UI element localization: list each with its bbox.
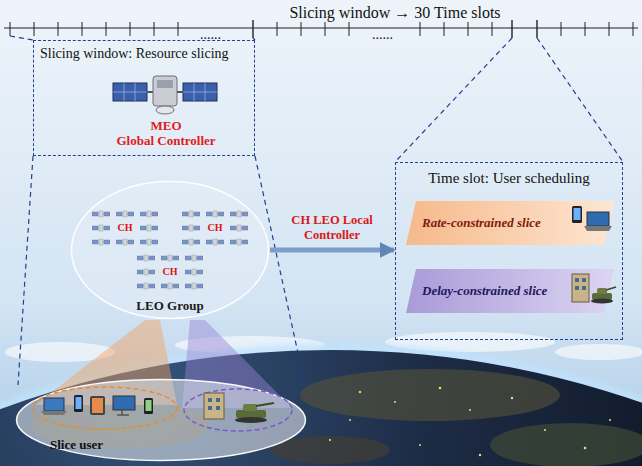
earth	[419, 444, 421, 446]
meo-satellite	[113, 76, 217, 114]
slot-box: Time slot: User schedulingRate-constrain…	[395, 162, 623, 340]
user-group-ring	[33, 387, 292, 431]
node-title: Time slot: User scheduling	[428, 169, 590, 187]
user-device	[41, 393, 274, 423]
user-device	[146, 400, 152, 411]
user-device	[204, 393, 224, 419]
earth	[270, 436, 390, 464]
user-device	[208, 398, 220, 410]
slice-icon	[572, 274, 589, 302]
ellipsis-mark: ......	[372, 27, 393, 44]
user-device	[90, 396, 105, 415]
user-device	[256, 403, 274, 406]
earth	[359, 391, 361, 393]
delay-slice-band: Delay-constrained slice	[406, 269, 614, 313]
connector-group	[270, 250, 394, 251]
zoom-line	[18, 156, 33, 385]
zoom-line	[10, 36, 33, 40]
earth	[490, 423, 642, 466]
user-device	[243, 404, 257, 411]
user-device	[44, 398, 64, 411]
timeline	[253, 20, 537, 38]
slice-icon	[574, 208, 581, 220]
slice-icon	[575, 278, 586, 290]
earth	[469, 409, 471, 411]
slice-icon	[591, 299, 613, 304]
zoom-line	[395, 38, 512, 162]
window-box: Slicing window: Resource slicingMEOGloba…	[33, 40, 255, 156]
ellipsis-mark: ......	[200, 27, 221, 44]
slice-icon	[587, 212, 609, 226]
earth	[300, 369, 560, 421]
node-subtitle: Global Controller	[116, 134, 215, 149]
ellipse-shape	[17, 380, 306, 461]
timeline	[4, 20, 638, 38]
timeline-title: Slicing window → 30 Time slots	[289, 3, 500, 22]
slice-icon	[597, 288, 607, 294]
connector-label: CH LEO Local Controller	[277, 213, 387, 243]
earth	[329, 439, 331, 441]
slice-user-area: Slice user	[15, 378, 307, 462]
meo-satellite	[177, 91, 183, 93]
node-title: LEO Group	[136, 298, 203, 314]
earth	[394, 401, 396, 403]
node-title: Rate-constrained slice	[422, 215, 541, 231]
user-device	[76, 397, 82, 409]
meo-satellite	[113, 83, 147, 101]
cluster-head-tag: CH	[163, 266, 178, 278]
cloud	[555, 344, 642, 360]
meo-satellite	[153, 76, 177, 106]
zoom-line	[537, 38, 623, 162]
user-group-ring	[33, 387, 177, 429]
meo-satellite	[113, 83, 147, 101]
meo-satellite	[156, 106, 174, 114]
slice-icon	[592, 293, 612, 300]
connector-arrow	[270, 248, 394, 253]
user-device	[144, 398, 153, 414]
earth	[544, 429, 546, 431]
user-device	[41, 411, 67, 415]
node-title: MEO	[150, 119, 181, 134]
leo-group: LEO Group	[70, 180, 270, 320]
cluster-head-tag: CH	[208, 222, 223, 234]
timeline	[4, 27, 638, 28]
rate-slice-band: Rate-constrained slice	[406, 201, 614, 245]
node-title: Delay-constrained slice	[422, 283, 547, 299]
meo-satellite	[147, 91, 153, 93]
band-shape	[406, 201, 614, 245]
meo-satellite	[183, 83, 217, 101]
band-shape	[406, 269, 614, 313]
user-device	[236, 410, 266, 418]
earth	[609, 419, 611, 421]
zoom-line	[10, 36, 623, 385]
earth	[329, 387, 611, 456]
controller-label: MEOGlobal Controller	[91, 117, 241, 151]
meo-satellite	[183, 83, 217, 101]
earth	[349, 419, 351, 421]
user-device	[235, 417, 267, 423]
user-device	[117, 410, 129, 415]
user-group-ring	[184, 389, 292, 431]
node-title: Slicing window: Resource slicing	[40, 46, 229, 63]
earth	[479, 454, 481, 456]
slice-icon	[584, 226, 612, 231]
slice-icon	[572, 206, 582, 223]
earth	[511, 397, 513, 399]
slice-icon	[572, 206, 616, 304]
ellipse-shape	[72, 182, 269, 319]
earth	[439, 387, 442, 390]
node-title: Slice user	[50, 437, 103, 453]
user-device	[113, 396, 135, 410]
user-device	[74, 395, 83, 412]
slice-icon	[606, 287, 616, 290]
user-device	[92, 398, 103, 413]
cluster-head-tag: CH	[118, 222, 133, 234]
timeline	[10, 22, 633, 36]
meo-satellite	[157, 80, 173, 88]
earth	[584, 447, 587, 450]
